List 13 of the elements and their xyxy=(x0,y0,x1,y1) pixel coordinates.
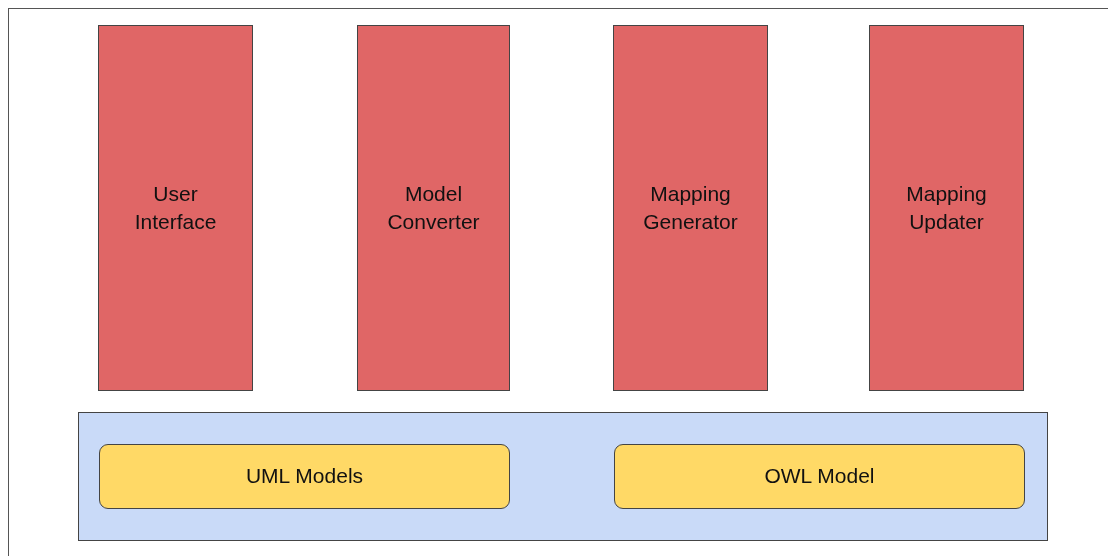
node-label: UML Models xyxy=(244,463,365,490)
component-box xyxy=(613,25,768,391)
node-label: Model Converter xyxy=(386,180,481,235)
model-box xyxy=(99,444,510,509)
node-label: User Interface xyxy=(133,180,218,235)
node-label: Mapping Updater xyxy=(905,180,988,235)
node-label: Mapping Generator xyxy=(642,180,739,235)
component-box xyxy=(869,25,1024,391)
component-box xyxy=(98,25,253,391)
node-label: OWL Model xyxy=(763,463,876,490)
layer-band xyxy=(78,412,1048,541)
component-box xyxy=(357,25,510,391)
model-box xyxy=(614,444,1025,509)
